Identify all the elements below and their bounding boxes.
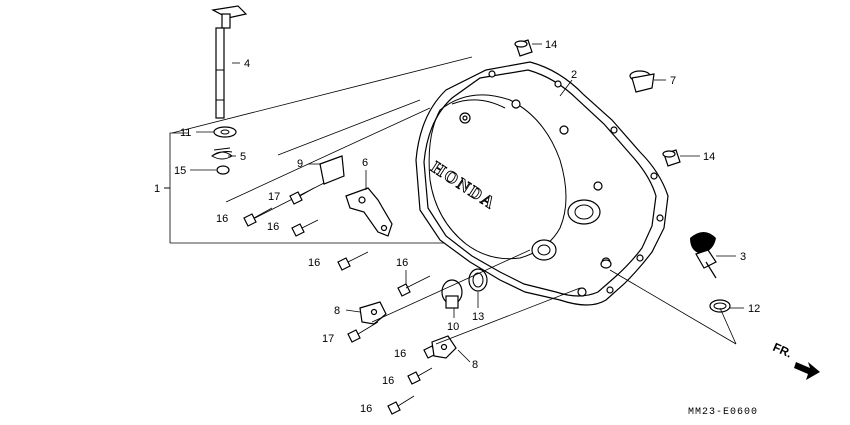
part-14-dowel-b bbox=[662, 149, 681, 167]
part-9-bracket bbox=[319, 155, 345, 185]
callout-13: 13 bbox=[472, 311, 484, 323]
callout-8-a: 8 bbox=[334, 305, 340, 317]
part-7-pin bbox=[629, 70, 655, 93]
bolt-16-f bbox=[407, 367, 433, 385]
part-14-dowel-a bbox=[514, 39, 533, 57]
diagram-code: MM23-E0600 bbox=[688, 407, 758, 418]
part-8-clamp-a bbox=[359, 301, 387, 325]
callout-11: 11 bbox=[180, 127, 191, 139]
callout-17-b: 17 bbox=[322, 333, 334, 345]
part-10-plug bbox=[441, 279, 463, 309]
part-5-spring bbox=[211, 147, 233, 160]
bolt-16-g bbox=[387, 395, 415, 415]
callout-16-b: 16 bbox=[267, 221, 279, 233]
callout-5: 5 bbox=[240, 151, 246, 163]
callout-9: 9 bbox=[297, 158, 303, 170]
part-12-oring bbox=[709, 299, 731, 313]
part-8-clamp-b bbox=[431, 335, 457, 359]
callout-1: 1 bbox=[154, 183, 160, 195]
part-11-washer bbox=[213, 126, 237, 138]
callout-12: 12 bbox=[748, 303, 760, 315]
callout-6: 6 bbox=[362, 157, 368, 169]
callout-17-a: 17 bbox=[268, 191, 280, 203]
bolt-16-d bbox=[397, 275, 431, 297]
callout-10: 10 bbox=[447, 321, 459, 333]
direction-label: FR. bbox=[771, 340, 794, 361]
callout-3: 3 bbox=[740, 251, 746, 263]
bolt-16-c bbox=[337, 251, 369, 271]
callout-16-a: 16 bbox=[216, 213, 228, 225]
callout-7: 7 bbox=[670, 75, 676, 87]
part-3-dipstick-cap bbox=[690, 232, 717, 279]
part-6-arm bbox=[345, 187, 393, 237]
crankcase-cover: HONDA bbox=[415, 61, 669, 306]
callout-14-b: 14 bbox=[703, 151, 715, 163]
callout-labels: 1 2 3 4 5 6 7 8 8 9 10 11 12 13 14 14 15… bbox=[154, 39, 760, 415]
front-direction-arrow: FR. bbox=[771, 340, 820, 380]
bolt-17-b bbox=[347, 321, 379, 343]
leader-lines bbox=[164, 43, 744, 363]
bolt-16-b bbox=[291, 219, 319, 237]
callout-14-a: 14 bbox=[545, 39, 557, 51]
part-13-oring bbox=[468, 268, 488, 292]
callout-16-c: 16 bbox=[308, 257, 320, 269]
callout-16-e: 16 bbox=[394, 348, 406, 360]
callout-16-g: 16 bbox=[360, 403, 372, 415]
part-4-shaft bbox=[211, 5, 248, 119]
callout-4: 4 bbox=[244, 58, 250, 70]
part-15-collar bbox=[216, 165, 230, 175]
callout-16-d: 16 bbox=[396, 257, 408, 269]
callout-2: 2 bbox=[571, 69, 577, 81]
callout-8-b: 8 bbox=[472, 359, 478, 371]
callout-16-f: 16 bbox=[382, 375, 394, 387]
bolt-17-a bbox=[289, 187, 315, 205]
bolt-16-a bbox=[243, 207, 273, 227]
callout-15: 15 bbox=[174, 165, 186, 177]
